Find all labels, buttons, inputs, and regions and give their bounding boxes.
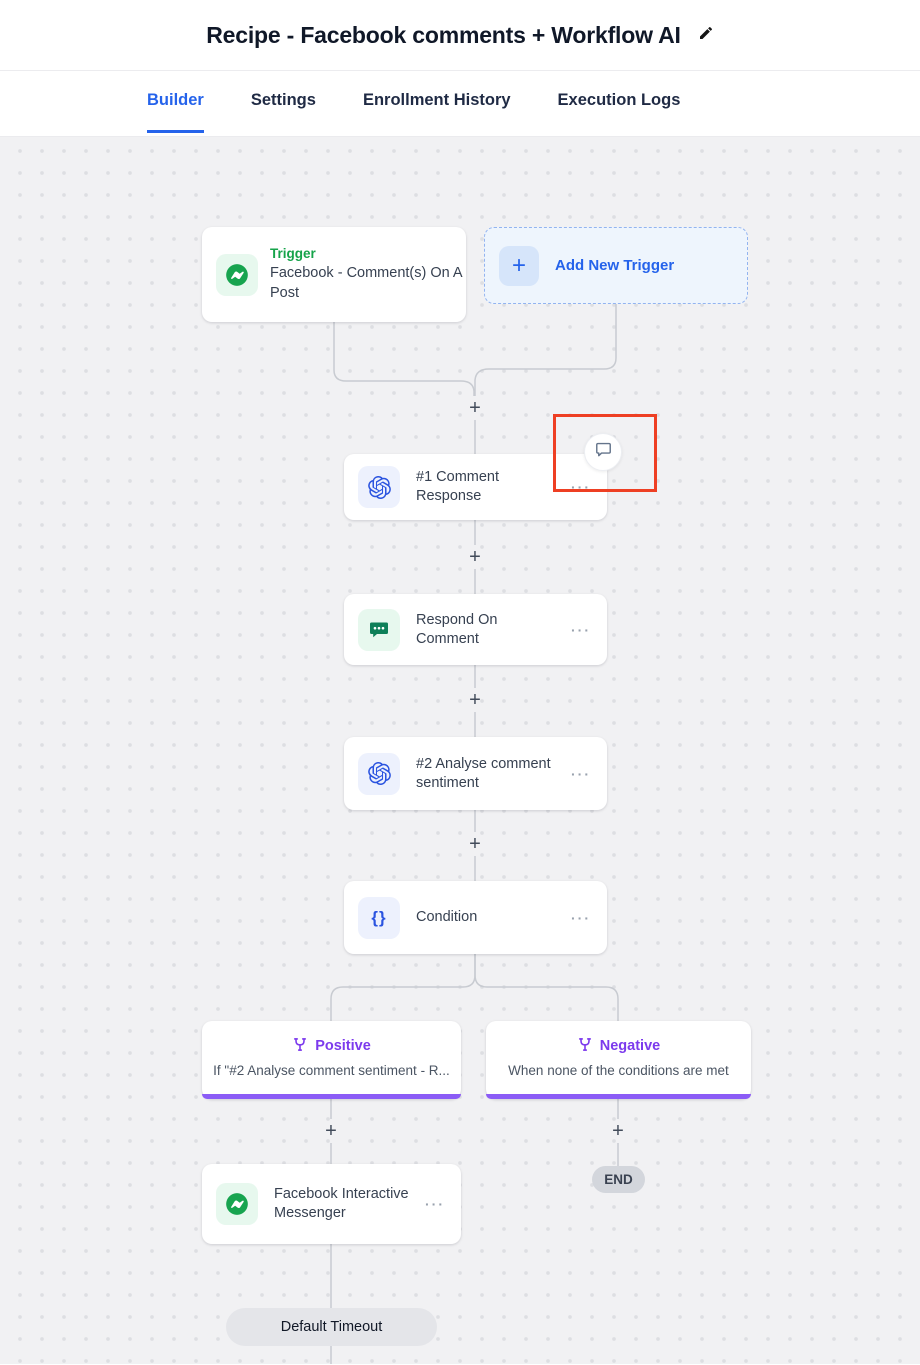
connector-lines xyxy=(330,304,619,1364)
add-step-button[interactable]: + xyxy=(469,546,481,568)
add-step-button[interactable]: + xyxy=(325,1120,337,1142)
step-title: #1 Comment Response xyxy=(416,469,500,504)
step-title: Condition xyxy=(416,909,478,925)
workflow-canvas[interactable]: Trigger Facebook - Comment(s) On A Post … xyxy=(0,137,920,1364)
branch-node-negative[interactable]: Negative When none of the conditions are… xyxy=(486,1021,751,1099)
default-timeout-pill[interactable]: Default Timeout xyxy=(226,1308,437,1346)
step-node-condition[interactable]: {} Condition ··· xyxy=(344,881,607,954)
branch-node-positive[interactable]: Positive If "#2 Analyse comment sentimen… xyxy=(202,1021,461,1099)
branch-accent-bar xyxy=(486,1094,751,1099)
branch-condition-text: When none of the conditions are met xyxy=(508,1062,729,1078)
page-header: Recipe - Facebook comments + Workflow AI xyxy=(0,0,920,71)
openai-icon xyxy=(358,466,400,508)
add-step-button[interactable]: + xyxy=(469,397,481,419)
branch-split-icon xyxy=(292,1036,308,1057)
step-menu-button[interactable]: ··· xyxy=(425,1196,445,1212)
end-pill: END xyxy=(592,1166,645,1193)
tab-bar: Builder Settings Enrollment History Exec… xyxy=(0,71,920,137)
tab-execution-logs[interactable]: Execution Logs xyxy=(557,91,681,109)
step-title: Respond On Comment xyxy=(416,611,498,647)
facebook-messenger-icon xyxy=(216,1183,258,1225)
openai-icon xyxy=(358,752,400,795)
step-menu-button[interactable]: ··· xyxy=(571,909,591,926)
braces-icon: {} xyxy=(358,896,400,939)
branch-split-icon xyxy=(577,1036,593,1057)
trigger-title: Facebook - Comment(s) On A Post xyxy=(270,265,462,301)
add-step-button[interactable]: + xyxy=(612,1120,624,1142)
plus-icon: + xyxy=(499,245,539,286)
add-step-button[interactable]: + xyxy=(469,689,481,711)
add-step-button[interactable]: + xyxy=(469,833,481,855)
step-node-comment-response[interactable]: #1 Comment Response ··· xyxy=(344,454,607,520)
step-menu-button[interactable]: ··· xyxy=(571,621,591,638)
step-node-analyse-sentiment[interactable]: #2 Analyse comment sentiment ··· xyxy=(344,737,607,810)
tab-builder[interactable]: Builder xyxy=(147,71,204,133)
highlight-rectangle xyxy=(553,414,657,492)
pencil-icon xyxy=(698,25,714,46)
trigger-node[interactable]: Trigger Facebook - Comment(s) On A Post xyxy=(202,227,466,322)
branch-label: Positive xyxy=(315,1038,371,1054)
tab-settings[interactable]: Settings xyxy=(250,91,316,109)
trigger-badge: Trigger xyxy=(270,246,316,261)
edit-title-button[interactable] xyxy=(698,25,714,46)
step-node-facebook-interactive-messenger[interactable]: Facebook Interactive Messenger ··· xyxy=(202,1164,461,1244)
page-title: Recipe - Facebook comments + Workflow AI xyxy=(206,21,681,48)
respond-comment-icon xyxy=(358,608,400,651)
add-new-trigger-label: Add New Trigger xyxy=(555,257,675,274)
comment-action-badge[interactable] xyxy=(584,433,622,471)
step-menu-button[interactable]: ··· xyxy=(571,765,591,782)
add-new-trigger-button[interactable]: + Add New Trigger xyxy=(484,227,748,304)
branch-accent-bar xyxy=(202,1094,461,1099)
step-node-respond-on-comment[interactable]: Respond On Comment ··· xyxy=(344,594,607,665)
comment-bubble-icon xyxy=(594,440,613,464)
step-title: Facebook Interactive Messenger xyxy=(274,1186,409,1221)
facebook-messenger-icon xyxy=(216,253,258,296)
step-title: #2 Analyse comment sentiment xyxy=(416,755,551,791)
branch-condition-text: If "#2 Analyse comment sentiment - R... xyxy=(213,1062,450,1078)
tab-enrollment-history[interactable]: Enrollment History xyxy=(362,91,511,109)
branch-label: Negative xyxy=(599,1038,661,1054)
